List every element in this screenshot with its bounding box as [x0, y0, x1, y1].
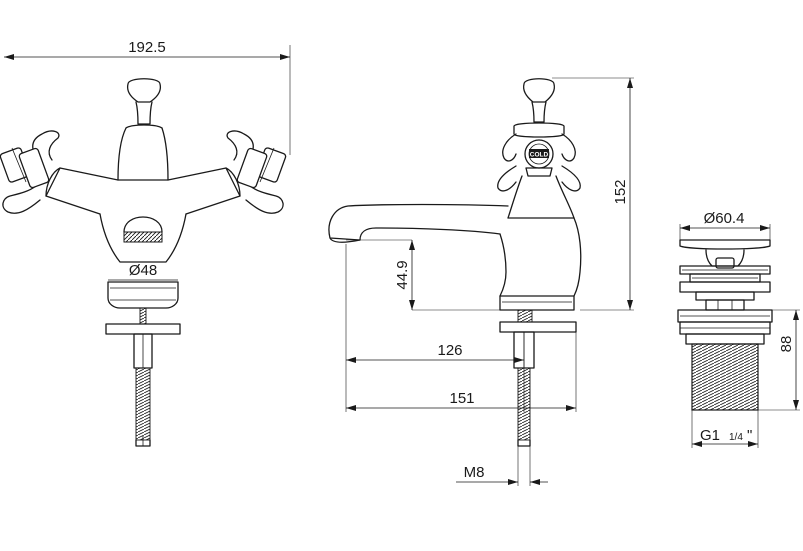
- waste-diameter-label: Ø60.4: [704, 210, 745, 227]
- side-spout: [328, 203, 582, 297]
- waste-threaded-body: [691, 343, 759, 411]
- thread-dimension: M8: [456, 446, 548, 486]
- spout-reach-label: 126: [437, 342, 462, 359]
- right-cross-handle: [226, 130, 287, 214]
- waste-thread-prefix-label: G1: [700, 427, 720, 444]
- front-width-dimension: 192.5: [4, 39, 291, 155]
- thread-label: M8: [464, 464, 485, 481]
- overall-height-label: 152: [612, 179, 629, 204]
- left-arm: [45, 167, 119, 215]
- front-body: [99, 213, 187, 263]
- waste-thread-quote-label: ": [747, 427, 752, 444]
- front-view: 192.5: [0, 39, 291, 447]
- waste-diameter-dimension: Ø60.4: [679, 210, 771, 240]
- front-fixing: [105, 307, 181, 447]
- waste-cap: [679, 239, 771, 283]
- overall-height-dimension: 152: [552, 77, 634, 311]
- spout-height-label: 44.9: [394, 260, 411, 289]
- cold-indicator-label: COLD: [530, 152, 549, 159]
- spout-height-dimension: 44.9: [346, 239, 500, 311]
- aerator: [123, 216, 163, 243]
- left-cross-handle: [0, 130, 60, 214]
- spout-reach-dimension: 126: [345, 244, 525, 412]
- side-valve-body: [507, 175, 575, 219]
- waste-thread-fraction-label: 1/4: [729, 432, 743, 443]
- side-view: COLD: [328, 77, 634, 486]
- bell-neck: [117, 127, 169, 181]
- side-top-handle: [522, 78, 556, 123]
- side-cross-handle: COLD: [497, 122, 581, 192]
- front-base: [107, 281, 179, 309]
- waste-view: Ø60.4: [677, 210, 800, 448]
- side-base: [499, 295, 575, 311]
- waste-height-dimension: 88: [758, 309, 800, 411]
- top-handle: [125, 78, 163, 129]
- right-arm: [167, 167, 241, 215]
- overall-depth-dimension: 151: [346, 332, 577, 412]
- waste-thread-dimension: G1 1/4 ": [691, 410, 759, 448]
- front-width-label: 192.5: [128, 39, 166, 56]
- side-fixing: [499, 309, 577, 447]
- body-diameter-label: Ø48: [129, 262, 157, 279]
- waste-flange: [677, 281, 773, 345]
- waste-height-label: 88: [778, 336, 795, 353]
- overall-depth-label: 151: [449, 390, 474, 407]
